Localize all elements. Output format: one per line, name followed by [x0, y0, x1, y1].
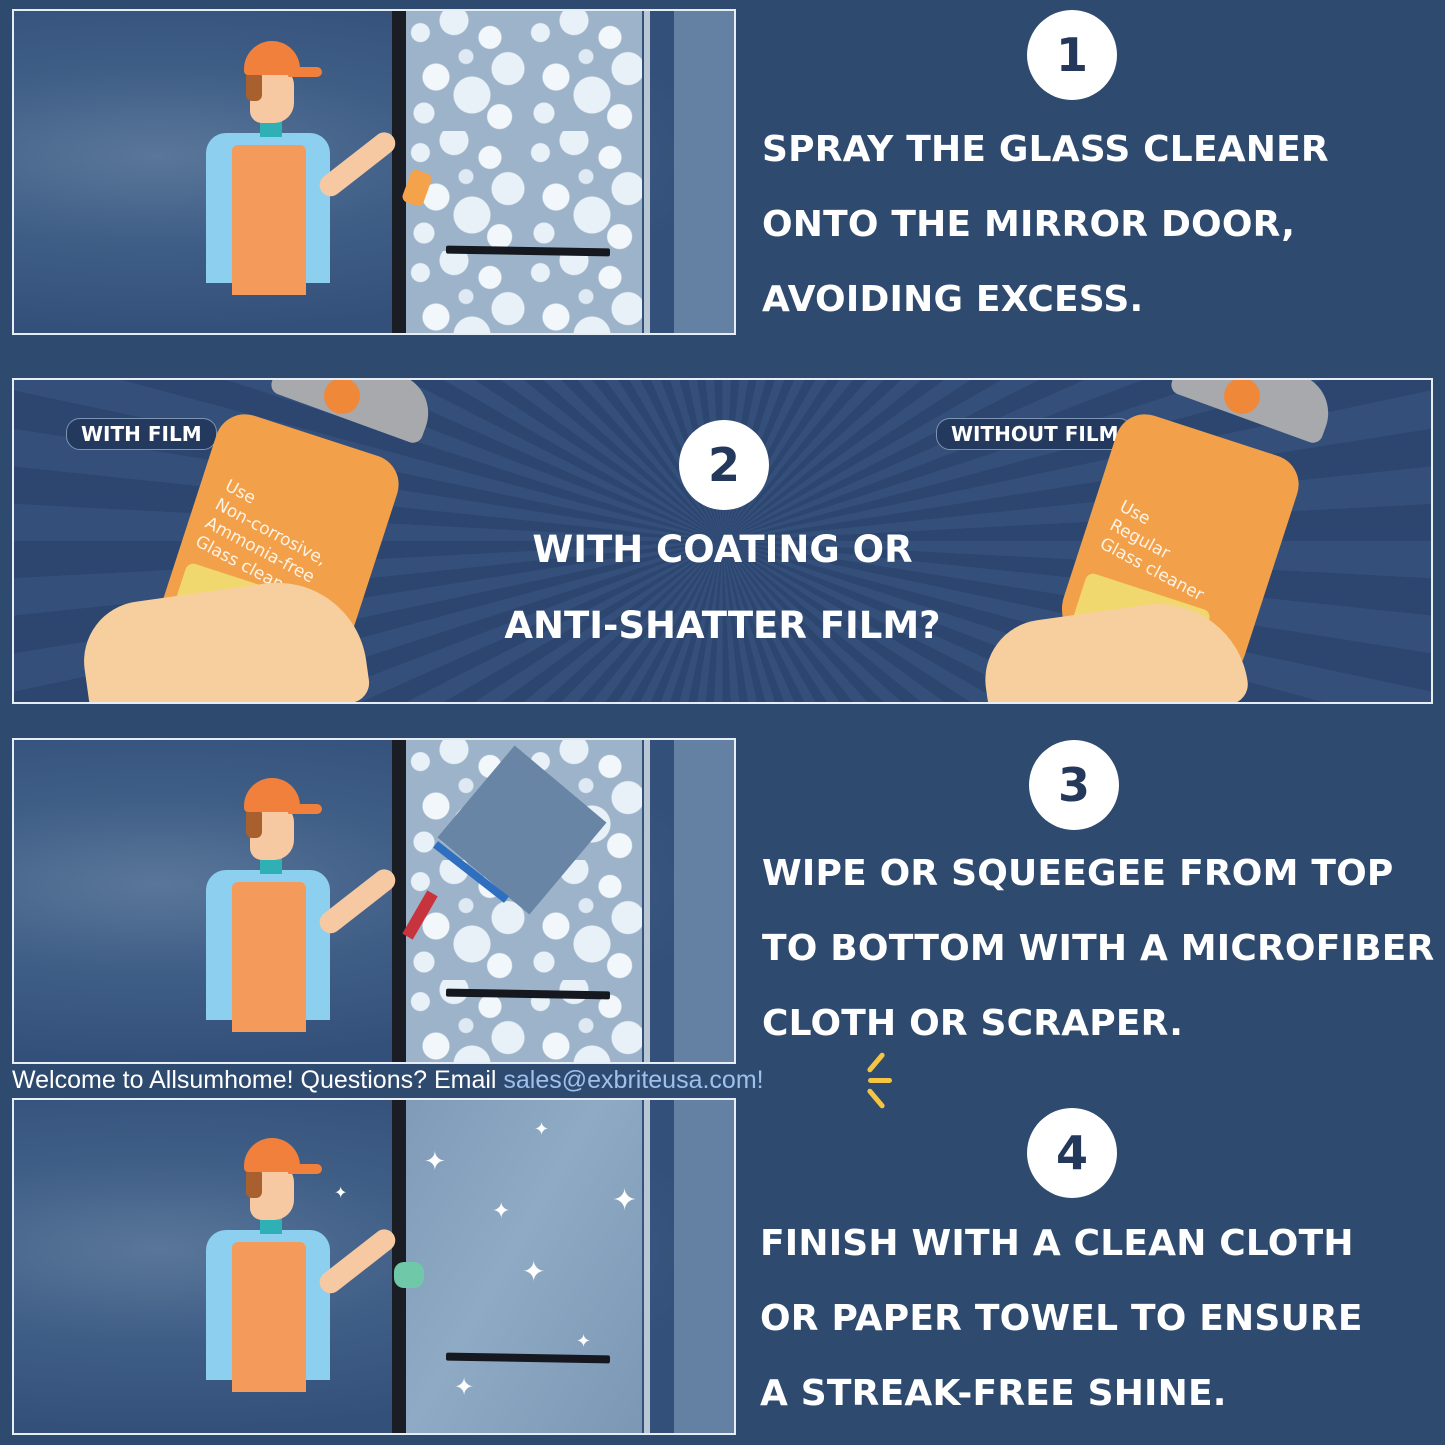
step2-question: WITH COATING OR ANTI-SHATTER FILM? — [14, 512, 1431, 664]
step4-number: 4 — [1027, 1108, 1117, 1198]
sparkle-icon: ✦ — [454, 1374, 475, 1401]
worker-figure — [184, 778, 400, 1032]
step3-line3: CLOTH OR SCRAPER. — [762, 1003, 1184, 1044]
with-film-badge: WITH FILM — [66, 418, 217, 450]
step3-number: 3 — [1029, 740, 1119, 830]
step4-text: FINISH WITH A CLEAN CLOTH OR PAPER TOWEL… — [760, 1206, 1363, 1431]
door-edge — [644, 740, 650, 1062]
step1-line2: ONTO THE MIRROR DOOR, — [762, 204, 1296, 245]
step4-illustration: ✦ ✦ ✦ ✦ ✦ ✦ ✦ ✦ — [12, 1098, 736, 1435]
step3-line2: TO BOTTOM WITH A MICROFIBER — [762, 928, 1435, 969]
contact-banner: Welcome to Allsumhome! Questions? Email … — [12, 1066, 764, 1095]
sponge-icon — [394, 1262, 424, 1288]
sparkle-accent-icon — [862, 1050, 902, 1114]
step4-line3: A STREAK-FREE SHINE. — [760, 1373, 1227, 1414]
door-edge — [644, 11, 650, 333]
without-film-badge: WITHOUT FILM — [936, 418, 1134, 450]
door-side-panel — [674, 740, 734, 1062]
step1-line3: AVOIDING EXCESS. — [762, 279, 1144, 320]
door-side-panel — [674, 11, 734, 333]
contact-text: Welcome to Allsumhome! Questions? Email — [12, 1066, 504, 1094]
step1-text: SPRAY THE GLASS CLEANER ONTO THE MIRROR … — [762, 112, 1329, 337]
sparkle-icon: ✦ — [612, 1184, 638, 1217]
door-edge — [644, 1100, 650, 1433]
step3-text: WIPE OR SQUEEGEE FROM TOP TO BOTTOM WITH… — [762, 836, 1434, 1061]
step4-line2: OR PAPER TOWEL TO ENSURE — [760, 1298, 1363, 1339]
sparkle-icon: ✦ — [534, 1119, 550, 1139]
step2-line2: ANTI-SHATTER FILM? — [504, 604, 941, 647]
step1-illustration — [12, 9, 736, 335]
door-frame — [392, 740, 406, 1062]
with-film-spray-bottle-icon: Use Non-corrosive, Ammonia-free Glass cl… — [151, 380, 474, 702]
foamy-glass — [406, 11, 642, 333]
door-frame — [392, 11, 406, 333]
contact-email-link[interactable]: sales@exbriteusa.com! — [503, 1066, 764, 1094]
worker-figure — [184, 1138, 400, 1392]
step1-line1: SPRAY THE GLASS CLEANER — [762, 129, 1329, 170]
step1-number: 1 — [1027, 10, 1117, 100]
without-film-spray-bottle-icon: Use Regular Glass cleaner — [1051, 380, 1374, 702]
clean-glass — [406, 1100, 642, 1433]
sparkle-icon: ✦ — [492, 1198, 511, 1223]
step2-line1: WITH COATING OR — [532, 528, 913, 571]
step2-number: 2 — [679, 420, 769, 510]
sparkle-icon: ✦ — [576, 1331, 592, 1351]
sparkle-icon: ✦ — [424, 1146, 446, 1176]
door-side-panel — [674, 1100, 734, 1433]
step3-line1: WIPE OR SQUEEGEE FROM TOP — [762, 853, 1394, 894]
step3-illustration — [12, 738, 736, 1064]
step2-comparison-panel: WITH FILM WITHOUT FILM 2 WITH COATING OR… — [12, 378, 1433, 704]
step4-line1: FINISH WITH A CLEAN CLOTH — [760, 1223, 1354, 1264]
sparkle-icon: ✦ — [522, 1256, 546, 1287]
worker-figure — [184, 41, 400, 295]
sparkle-icon: ✦ — [334, 1185, 348, 1202]
